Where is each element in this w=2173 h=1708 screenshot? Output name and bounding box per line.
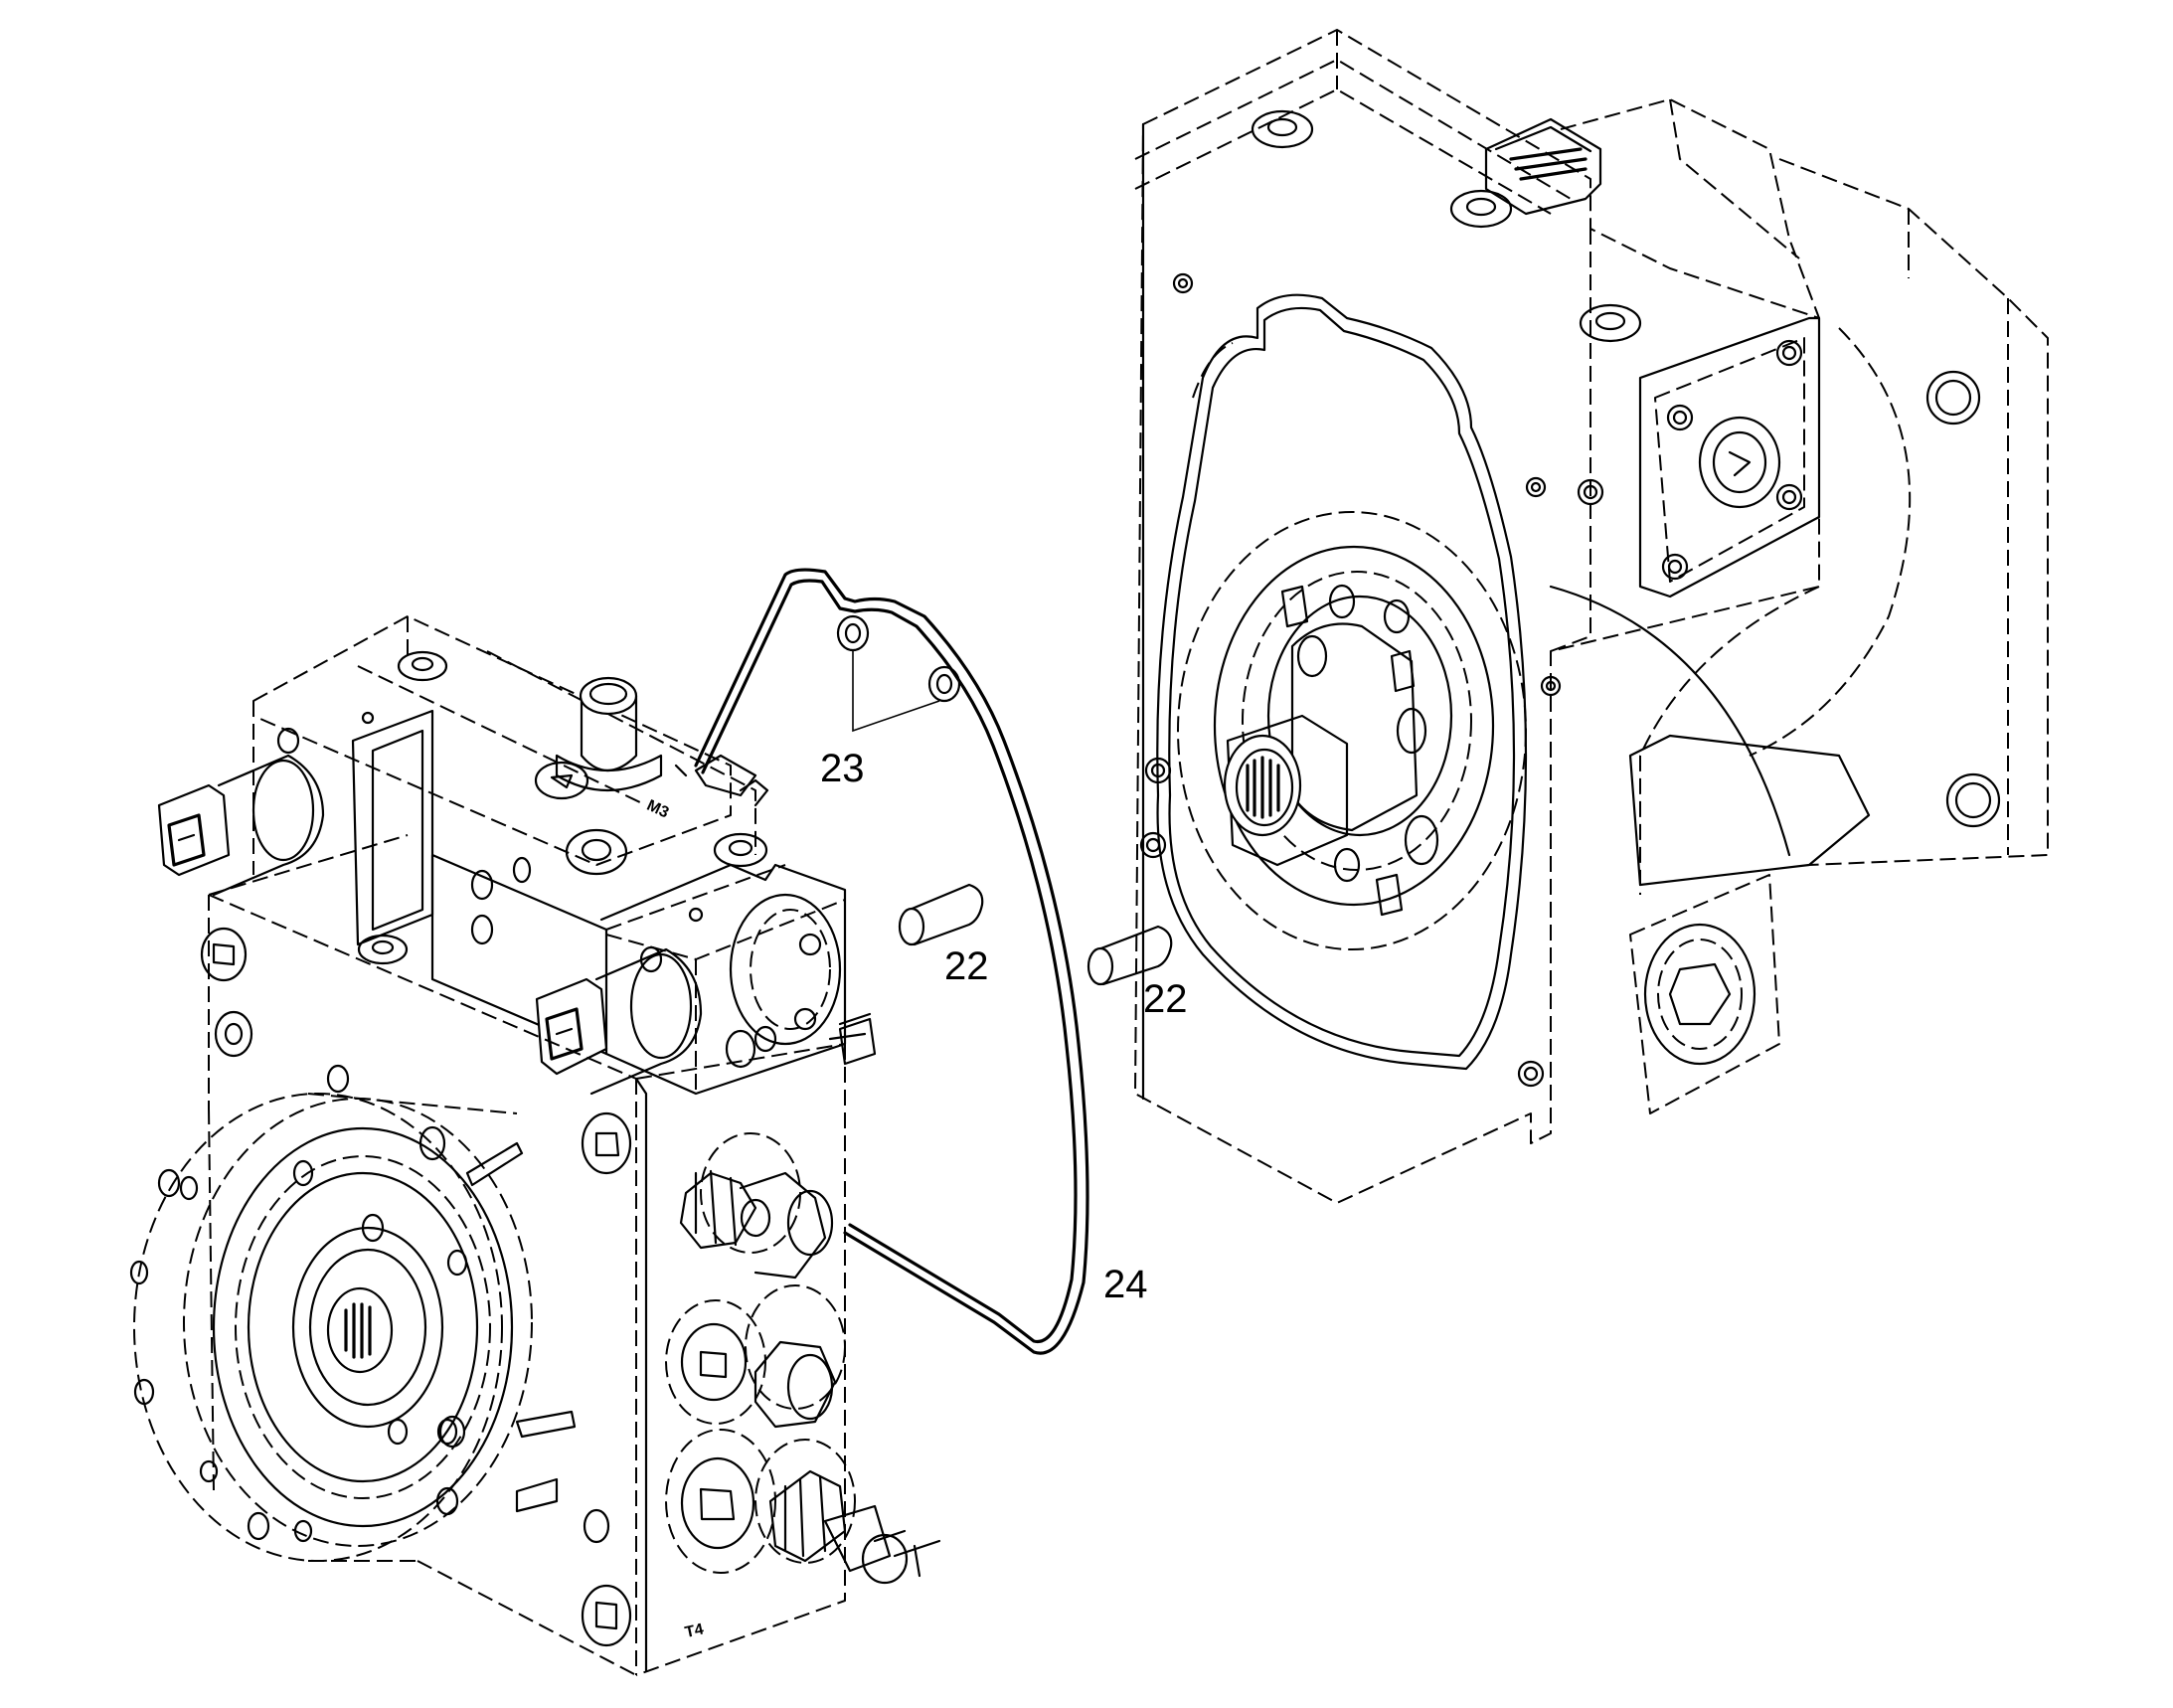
top-bolt-icon bbox=[1579, 303, 1642, 343]
solenoid-coil-icon bbox=[157, 727, 325, 897]
callout-22-left: 22 bbox=[944, 944, 989, 988]
callout-22-right: 22 bbox=[1143, 977, 1188, 1021]
gasket bbox=[694, 568, 1089, 1355]
dowel-pin-icon bbox=[1086, 925, 1173, 986]
dowel-pin-icon bbox=[898, 883, 984, 946]
mounting-flange bbox=[129, 1093, 577, 1562]
port-stamp-t4: T4 bbox=[684, 1621, 706, 1641]
gauge-port-fitting-icon bbox=[555, 676, 663, 791]
leader-line-23 bbox=[852, 651, 940, 733]
pressure-sensor-icon bbox=[768, 1469, 941, 1585]
pump-housing bbox=[1134, 29, 2049, 1204]
callout-23: 23 bbox=[820, 747, 865, 790]
o-ring-icon bbox=[927, 665, 961, 703]
control-cover-plate bbox=[1638, 316, 1821, 598]
port-fitting-icon bbox=[665, 1429, 856, 1574]
drain-plug-icon bbox=[1629, 874, 1780, 1114]
top-bolt-icon bbox=[1251, 109, 1314, 149]
port-fitting-icon bbox=[679, 1132, 834, 1280]
valve-block-assembly: M3 bbox=[129, 615, 941, 1676]
drive-shaft-assembly bbox=[1177, 511, 1527, 950]
port-stamp-m3: M3 bbox=[644, 797, 671, 822]
o-ring-icon bbox=[836, 614, 870, 652]
name-plate bbox=[1484, 117, 1602, 216]
solenoid-coil-icon bbox=[535, 945, 703, 1096]
top-bolt-icon bbox=[1449, 189, 1513, 229]
port-fitting-icon bbox=[665, 1284, 846, 1429]
callout-24: 24 bbox=[1103, 1263, 1148, 1306]
